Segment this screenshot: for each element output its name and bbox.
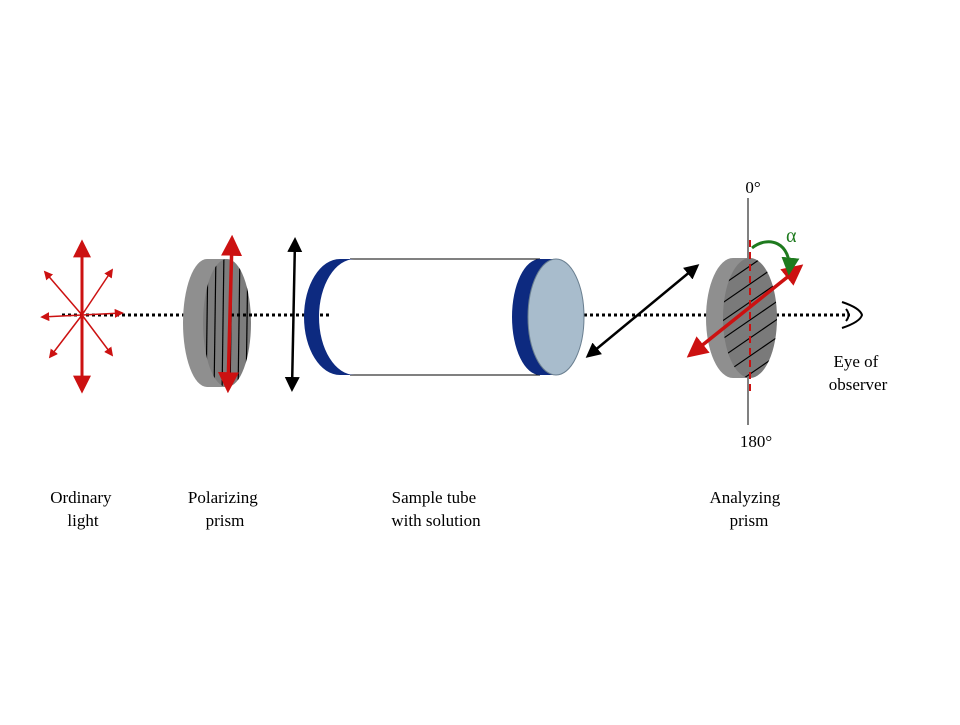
ordinary-light-label: Ordinary light — [50, 488, 116, 530]
angle-bottom-label: 180° — [740, 432, 772, 451]
eye-icon — [841, 301, 864, 329]
ordinary-light-rays — [40, 239, 124, 394]
polarized-light-arrow — [284, 237, 303, 392]
eye-of-observer-label: Eye of observer — [829, 352, 888, 394]
analyzing-prism — [686, 198, 804, 425]
sample-tube-label: Sample tube with solution — [391, 488, 481, 530]
rotated-light-arrow — [585, 264, 700, 358]
polarizing-prism-label: Polarizing prism — [188, 488, 262, 530]
analyzing-prism-label: Analyzing prism — [709, 488, 784, 530]
angle-top-label: 0° — [745, 178, 760, 197]
polarizing-prism — [183, 234, 255, 394]
sample-tube — [304, 258, 585, 376]
rotation-angle-label: α — [786, 225, 797, 247]
